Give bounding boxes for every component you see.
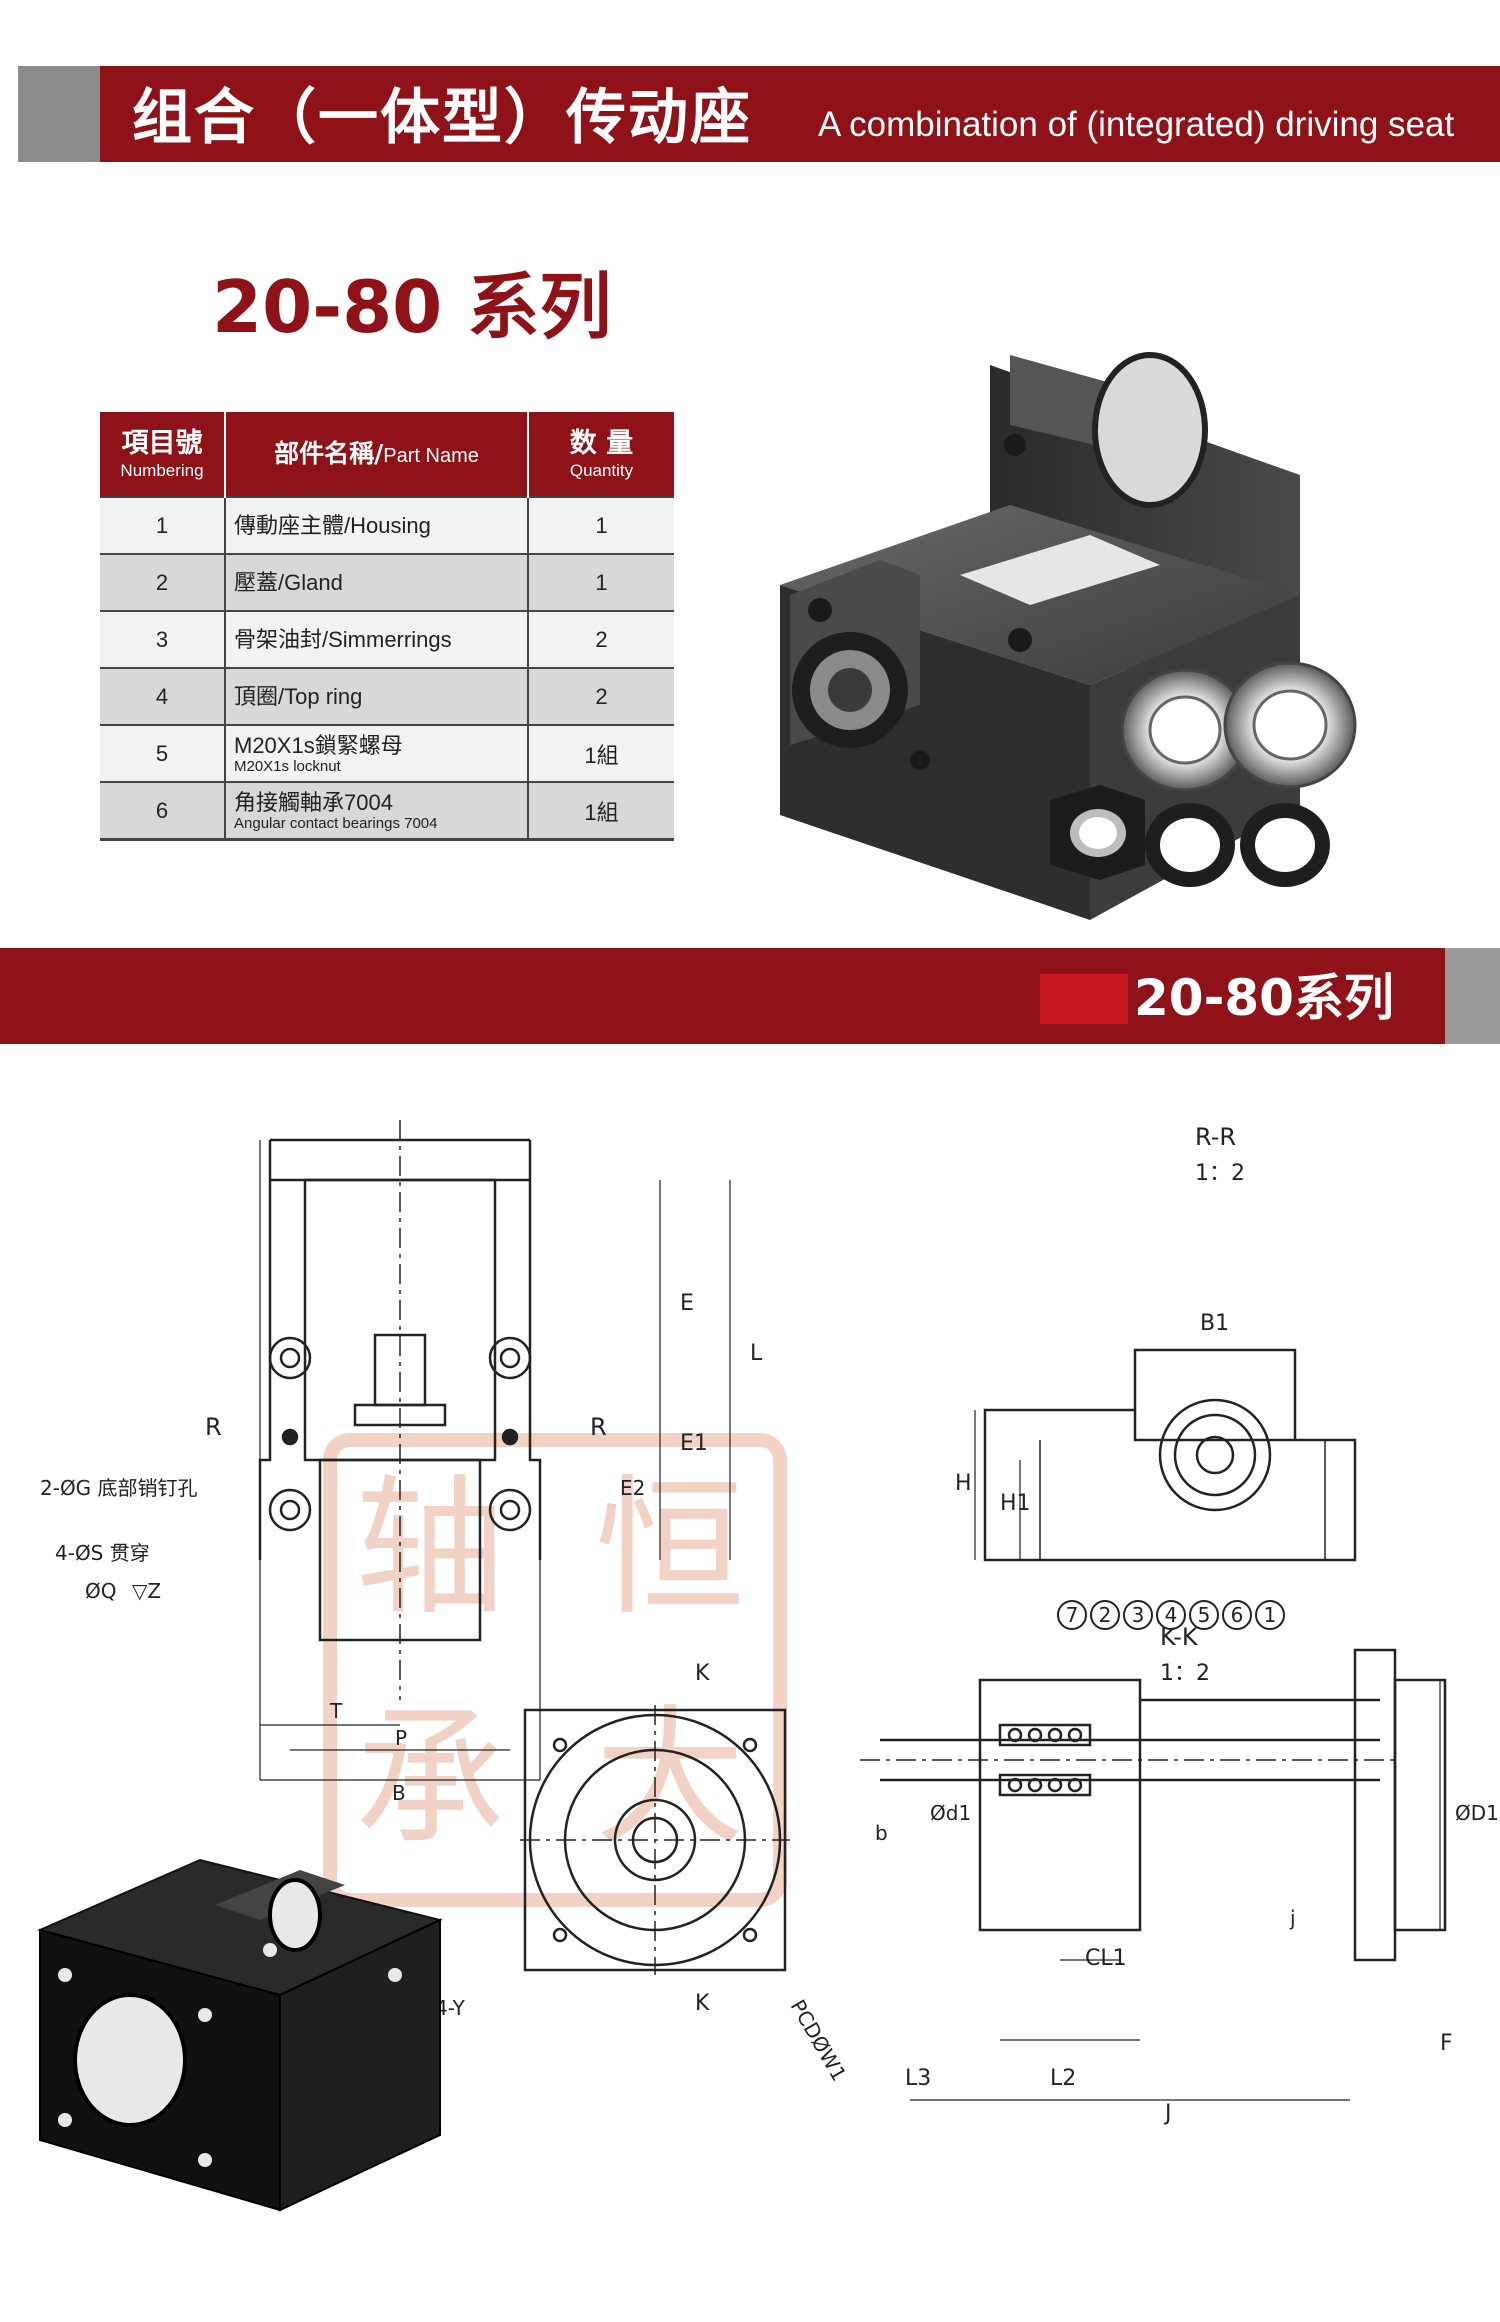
dim-label-p: P [395, 1726, 407, 1750]
row-quantity: 2 [528, 610, 674, 668]
dim-label-e: E [680, 1291, 694, 1316]
row-quantity: 2 [528, 667, 674, 725]
note-s-holes: 4-ØS 贯穿 [55, 1541, 150, 1565]
callout-number: 6 [1231, 1603, 1244, 1627]
table-row: 3 骨架油封/Simmerrings 2 [100, 610, 674, 668]
note-pcd: PCDØW1 [786, 1996, 852, 2086]
callout-number: 4 [1165, 1603, 1178, 1627]
section-band-marker [1040, 974, 1128, 1024]
header-numbering: 項目號 Numbering [100, 412, 226, 497]
isometric-render [36, 1858, 443, 2212]
kk-callouts [1057, 1600, 1285, 1630]
dim-label-h: H [955, 1471, 972, 1496]
section-view-kk [860, 1648, 1447, 2101]
dim-label-l3: L3 [905, 2066, 931, 2091]
section-mark-r: R [590, 1413, 607, 1441]
row-quantity: 1 [528, 496, 674, 554]
dim-label-b-small: b [875, 1821, 888, 1845]
callout-number: 1 [1264, 1603, 1277, 1627]
row-number: 2 [100, 553, 226, 611]
dim-label-j: J [1163, 2101, 1172, 2126]
dim-label-l2: L2 [1050, 2066, 1076, 2091]
parts-table-header: 項目號 Numbering 部件名稱/Part Name 数 量 Quantit… [100, 412, 674, 497]
row-number: 1 [100, 496, 226, 554]
table-row: 2 壓蓋/Gland 1 [100, 553, 674, 611]
row-part-name: 傳動座主體/Housing [225, 496, 529, 554]
section-band [0, 948, 1445, 1044]
watermark-char: 恒 [595, 1462, 745, 1636]
row-quantity: 1 [528, 553, 674, 611]
parts-table: 項目號 Numbering 部件名稱/Part Name 数 量 Quantit… [100, 412, 674, 841]
dim-label-j-small: j [1289, 1906, 1296, 1930]
row-quantity: 1組 [528, 724, 674, 782]
dim-label-e1: E1 [680, 1431, 708, 1456]
callout-number: 2 [1099, 1603, 1112, 1627]
header-gray-block [18, 66, 104, 162]
section-mark-k: K [695, 1991, 710, 2016]
row-number: 4 [100, 667, 226, 725]
housing-photo [780, 352, 1300, 920]
section-band-label: 20-80系列 [1134, 969, 1394, 1027]
dim-label-l: L [750, 1341, 763, 1366]
row-part-name: 骨架油封/Simmerrings [225, 610, 529, 668]
section-mark-k: K [695, 1661, 710, 1686]
header-quantity: 数 量 Quantity [528, 412, 674, 497]
series-title: 20-80 系列 [212, 265, 612, 349]
page-title-english: A combination of (integrated) driving se… [818, 105, 1455, 144]
dim-label-d1: Ød1 [930, 1801, 971, 1825]
row-part-name: 壓蓋/Gland [225, 553, 529, 611]
row-quantity: 1組 [528, 781, 674, 840]
technical-drawing: 轴 恒 承 大 E L E1 E2 R R 2-ØG 底部销钉孔 4-ØS 贯穿… [36, 1120, 1499, 2212]
header-part-name: 部件名稱/Part Name [225, 412, 529, 497]
note-q: ØQ [85, 1579, 116, 1603]
nut-and-rings-photo [1050, 785, 1330, 887]
section-band-gray-block [1445, 948, 1500, 1044]
watermark-char: 轴 [355, 1462, 505, 1636]
header-bar [100, 66, 1500, 162]
dim-label-t: T [329, 1699, 343, 1723]
dim-label-cl1: CL1 [1085, 1946, 1127, 1971]
watermark-seal: 轴 恒 承 大 [323, 1433, 787, 1907]
note-g-holes: 2-ØG 底部销钉孔 [40, 1476, 198, 1500]
front-view [258, 1120, 731, 1781]
section-view-rr [974, 1348, 1357, 1562]
rr-view-title: R-R [1195, 1123, 1236, 1151]
dim-label-h1: H1 [1000, 1491, 1031, 1516]
dim-label-e2: E2 [620, 1476, 645, 1500]
table-row: 4 頂圈/Top ring 2 [100, 667, 674, 725]
watermark-char: 承 [355, 1692, 505, 1866]
rr-view-scale: 1：2 [1195, 1161, 1245, 1186]
kk-view-scale: 1：2 [1160, 1661, 1210, 1686]
page-title: 组合（一体型）传动座 [132, 83, 752, 153]
dim-label-f: F [1440, 2031, 1453, 2056]
bearings-photo [1120, 661, 1357, 792]
table-row: 1 傳動座主體/Housing 1 [100, 496, 674, 554]
kk-view-title: K-K [1160, 1623, 1199, 1651]
end-view [520, 1705, 790, 1975]
dim-label-b: B [392, 1781, 406, 1805]
callout-number: 5 [1198, 1603, 1211, 1627]
row-number: 5 [100, 724, 226, 782]
row-number: 6 [100, 781, 226, 840]
callout-number: 7 [1066, 1603, 1079, 1627]
product-photo [780, 352, 1357, 920]
callout-number: 3 [1132, 1603, 1145, 1627]
dim-label-b1: B1 [1200, 1311, 1229, 1336]
note-z: ▽Z [132, 1579, 161, 1603]
row-number: 3 [100, 610, 226, 668]
dim-label-big-d1: ØD1 [1455, 1801, 1499, 1825]
section-mark-r: R [205, 1413, 222, 1441]
row-part-name: 頂圈/Top ring [225, 667, 529, 725]
